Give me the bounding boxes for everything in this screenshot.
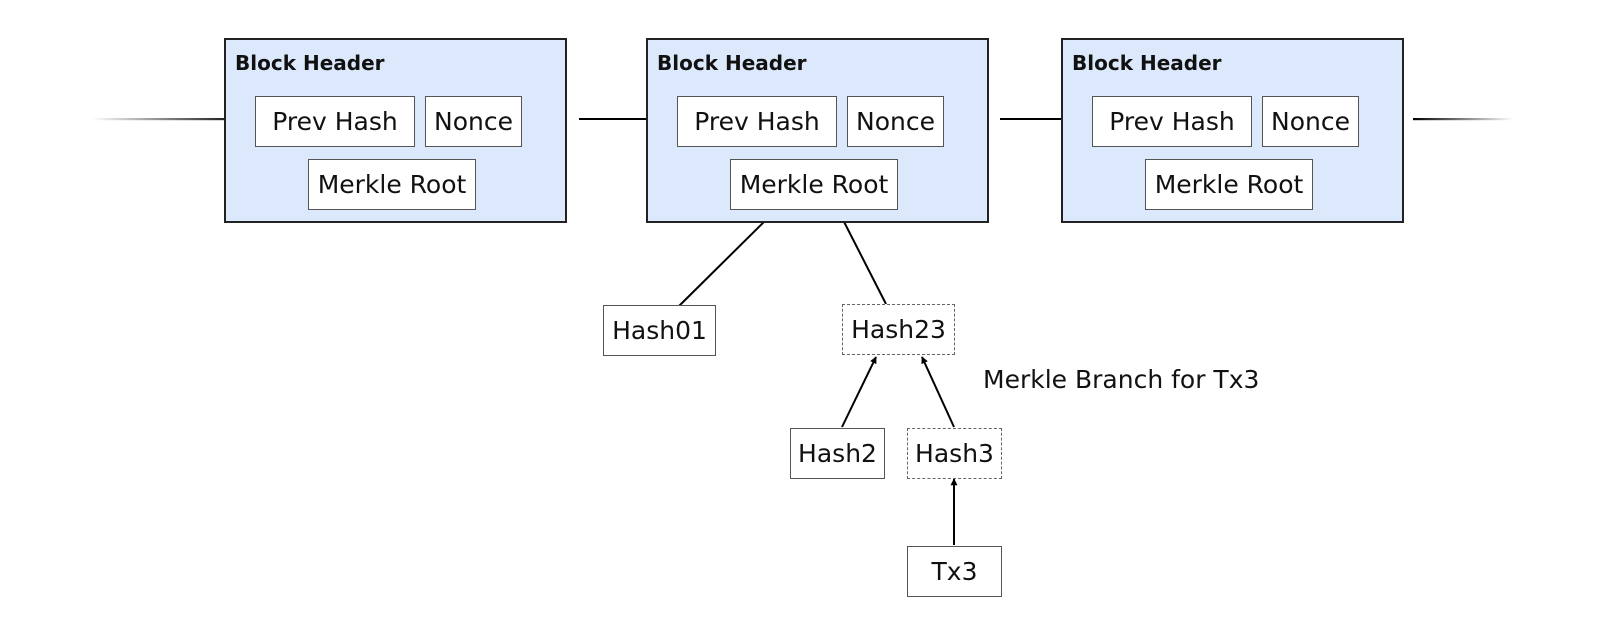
- block-header-title: Block Header: [1072, 51, 1222, 75]
- arrow-hash01-to-merkle-root: [678, 211, 775, 307]
- nonce-field: Nonce: [425, 96, 522, 147]
- merkle-root-field: Merkle Root: [1145, 159, 1313, 210]
- prev-hash-field: Prev Hash: [1092, 96, 1252, 147]
- block-header-title: Block Header: [235, 51, 385, 75]
- prev-hash-field: Prev Hash: [255, 96, 415, 147]
- block-header-2: Block Header Prev Hash Nonce Merkle Root: [646, 38, 989, 223]
- hash23-node: Hash23: [842, 304, 955, 355]
- merkle-root-field: Merkle Root: [730, 159, 898, 210]
- nonce-field: Nonce: [847, 96, 944, 147]
- hash3-node: Hash3: [907, 428, 1002, 479]
- nonce-field: Nonce: [1262, 96, 1359, 147]
- hash2-node: Hash2: [790, 428, 885, 479]
- arrow-hash3-to-hash23: [921, 356, 955, 428]
- chain-in-line: [92, 118, 245, 121]
- hash01-node: Hash01: [603, 305, 716, 356]
- arrow-hash2-to-hash23: [841, 356, 877, 428]
- block-header-3: Block Header Prev Hash Nonce Merkle Root: [1061, 38, 1404, 223]
- merkle-branch-label: Merkle Branch for Tx3: [983, 365, 1260, 394]
- block-header-title: Block Header: [657, 51, 807, 75]
- arrow-hash23-to-merkle-root: [838, 211, 887, 305]
- chain-out-line: [1413, 118, 1513, 121]
- merkle-root-field: Merkle Root: [308, 159, 476, 210]
- prev-hash-field: Prev Hash: [677, 96, 837, 147]
- block-header-1: Block Header Prev Hash Nonce Merkle Root: [224, 38, 567, 223]
- tx3-node: Tx3: [907, 546, 1002, 597]
